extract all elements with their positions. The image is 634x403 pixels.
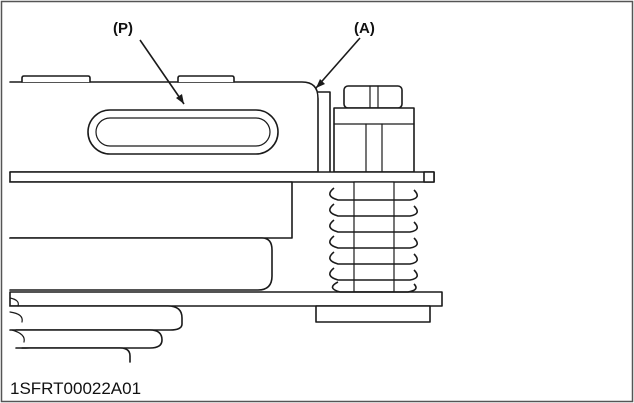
bottom-layer-2 — [15, 329, 163, 349]
slot-p-inner — [95, 117, 271, 147]
spring-coil-2 — [329, 203, 418, 217]
bottom-layer-1 — [9, 305, 183, 331]
spring — [329, 187, 418, 293]
spring-coil-3 — [329, 219, 418, 233]
bolt-cap — [343, 85, 403, 109]
leader-p — [139, 39, 185, 105]
middle-body — [9, 181, 293, 239]
top-housing-bump-right — [177, 75, 235, 83]
spring-coil-6 — [329, 267, 418, 281]
left-hatch-1 — [9, 297, 19, 307]
callout-label-p: (P) — [113, 20, 133, 37]
left-hatch-2 — [9, 311, 23, 323]
figure-id: 1SFRT00022A01 — [10, 379, 142, 398]
upper-plate-tip — [423, 171, 435, 183]
bracket-a — [317, 91, 331, 173]
lower-plate — [9, 291, 443, 307]
bolt-shaft — [353, 181, 395, 293]
callout-label-a: (A) — [354, 20, 375, 37]
leader-p-arrowhead — [176, 94, 184, 104]
leader-a — [315, 37, 361, 89]
bottom-layer-3 — [21, 347, 131, 363]
top-housing-bump-left — [21, 75, 91, 83]
lower-nut — [315, 305, 431, 323]
spring-coil-5 — [329, 251, 418, 265]
bolt-hex — [333, 107, 415, 173]
lower-curve-body — [9, 237, 273, 291]
slot-p — [87, 109, 279, 155]
upper-plate — [9, 171, 435, 183]
left-hatch-3 — [11, 329, 25, 343]
leader-a-arrowhead — [316, 79, 325, 88]
spring-coil-4 — [329, 235, 418, 249]
spring-coil-1 — [329, 187, 418, 201]
spring-coil-7 — [331, 281, 417, 293]
